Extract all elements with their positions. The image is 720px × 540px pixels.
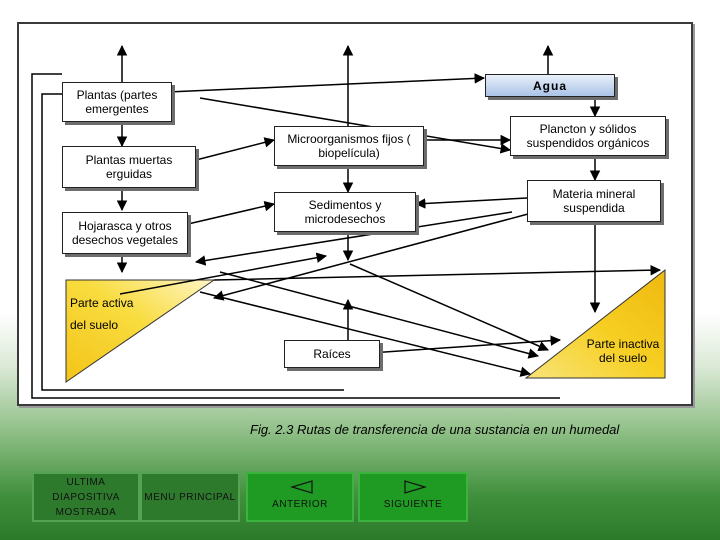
mineral-box: Materia mineral suspendida — [527, 180, 661, 222]
main-menu-button[interactable]: MENU PRINCIPAL — [140, 472, 240, 522]
arrow-left-icon — [290, 480, 313, 494]
last-slide-button[interactable]: ULTIMA DIAPOSITIVA MOSTRADA — [32, 472, 140, 522]
next-label: SIGUIENTE — [383, 499, 443, 510]
active-soil-label-line1: Parte activa — [70, 296, 134, 310]
active-soil-label-line2: del suelo — [70, 318, 119, 332]
inactive-soil-label: Parte inactiva del suelo — [586, 337, 660, 365]
roots-box: Raíces — [284, 340, 380, 368]
litter-box: Hojarasca y otros desechos vegetales — [62, 212, 188, 254]
figure-caption: Fig. 2.3 Rutas de transferencia de una s… — [250, 422, 620, 437]
water-box: Agua — [485, 74, 615, 97]
dead-plants-box: Plantas muertas erguidas — [62, 146, 196, 188]
previous-label: ANTERIOR — [272, 499, 328, 510]
emergent-plants-box: Plantas (partes emergentes — [62, 82, 172, 122]
active-soil-shape — [65, 279, 216, 383]
arrow-right-icon — [404, 480, 427, 494]
flow-arrows — [31, 44, 662, 399]
microorganisms-box: Microorganismos fijos ( biopelícula) — [274, 126, 424, 166]
previous-button[interactable]: ANTERIOR — [246, 472, 354, 522]
next-button[interactable]: SIGUIENTE — [358, 472, 468, 522]
sediments-box: Sedimentos y microdesechos — [274, 192, 416, 232]
inactive-soil-shape — [524, 268, 666, 379]
last-slide-label: ULTIMA DIAPOSITIVA MOSTRADA — [52, 476, 120, 518]
plankton-box: Plancton y sólidos suspendidos orgánicos — [510, 116, 666, 156]
main-menu-label: MENU PRINCIPAL — [144, 491, 236, 503]
